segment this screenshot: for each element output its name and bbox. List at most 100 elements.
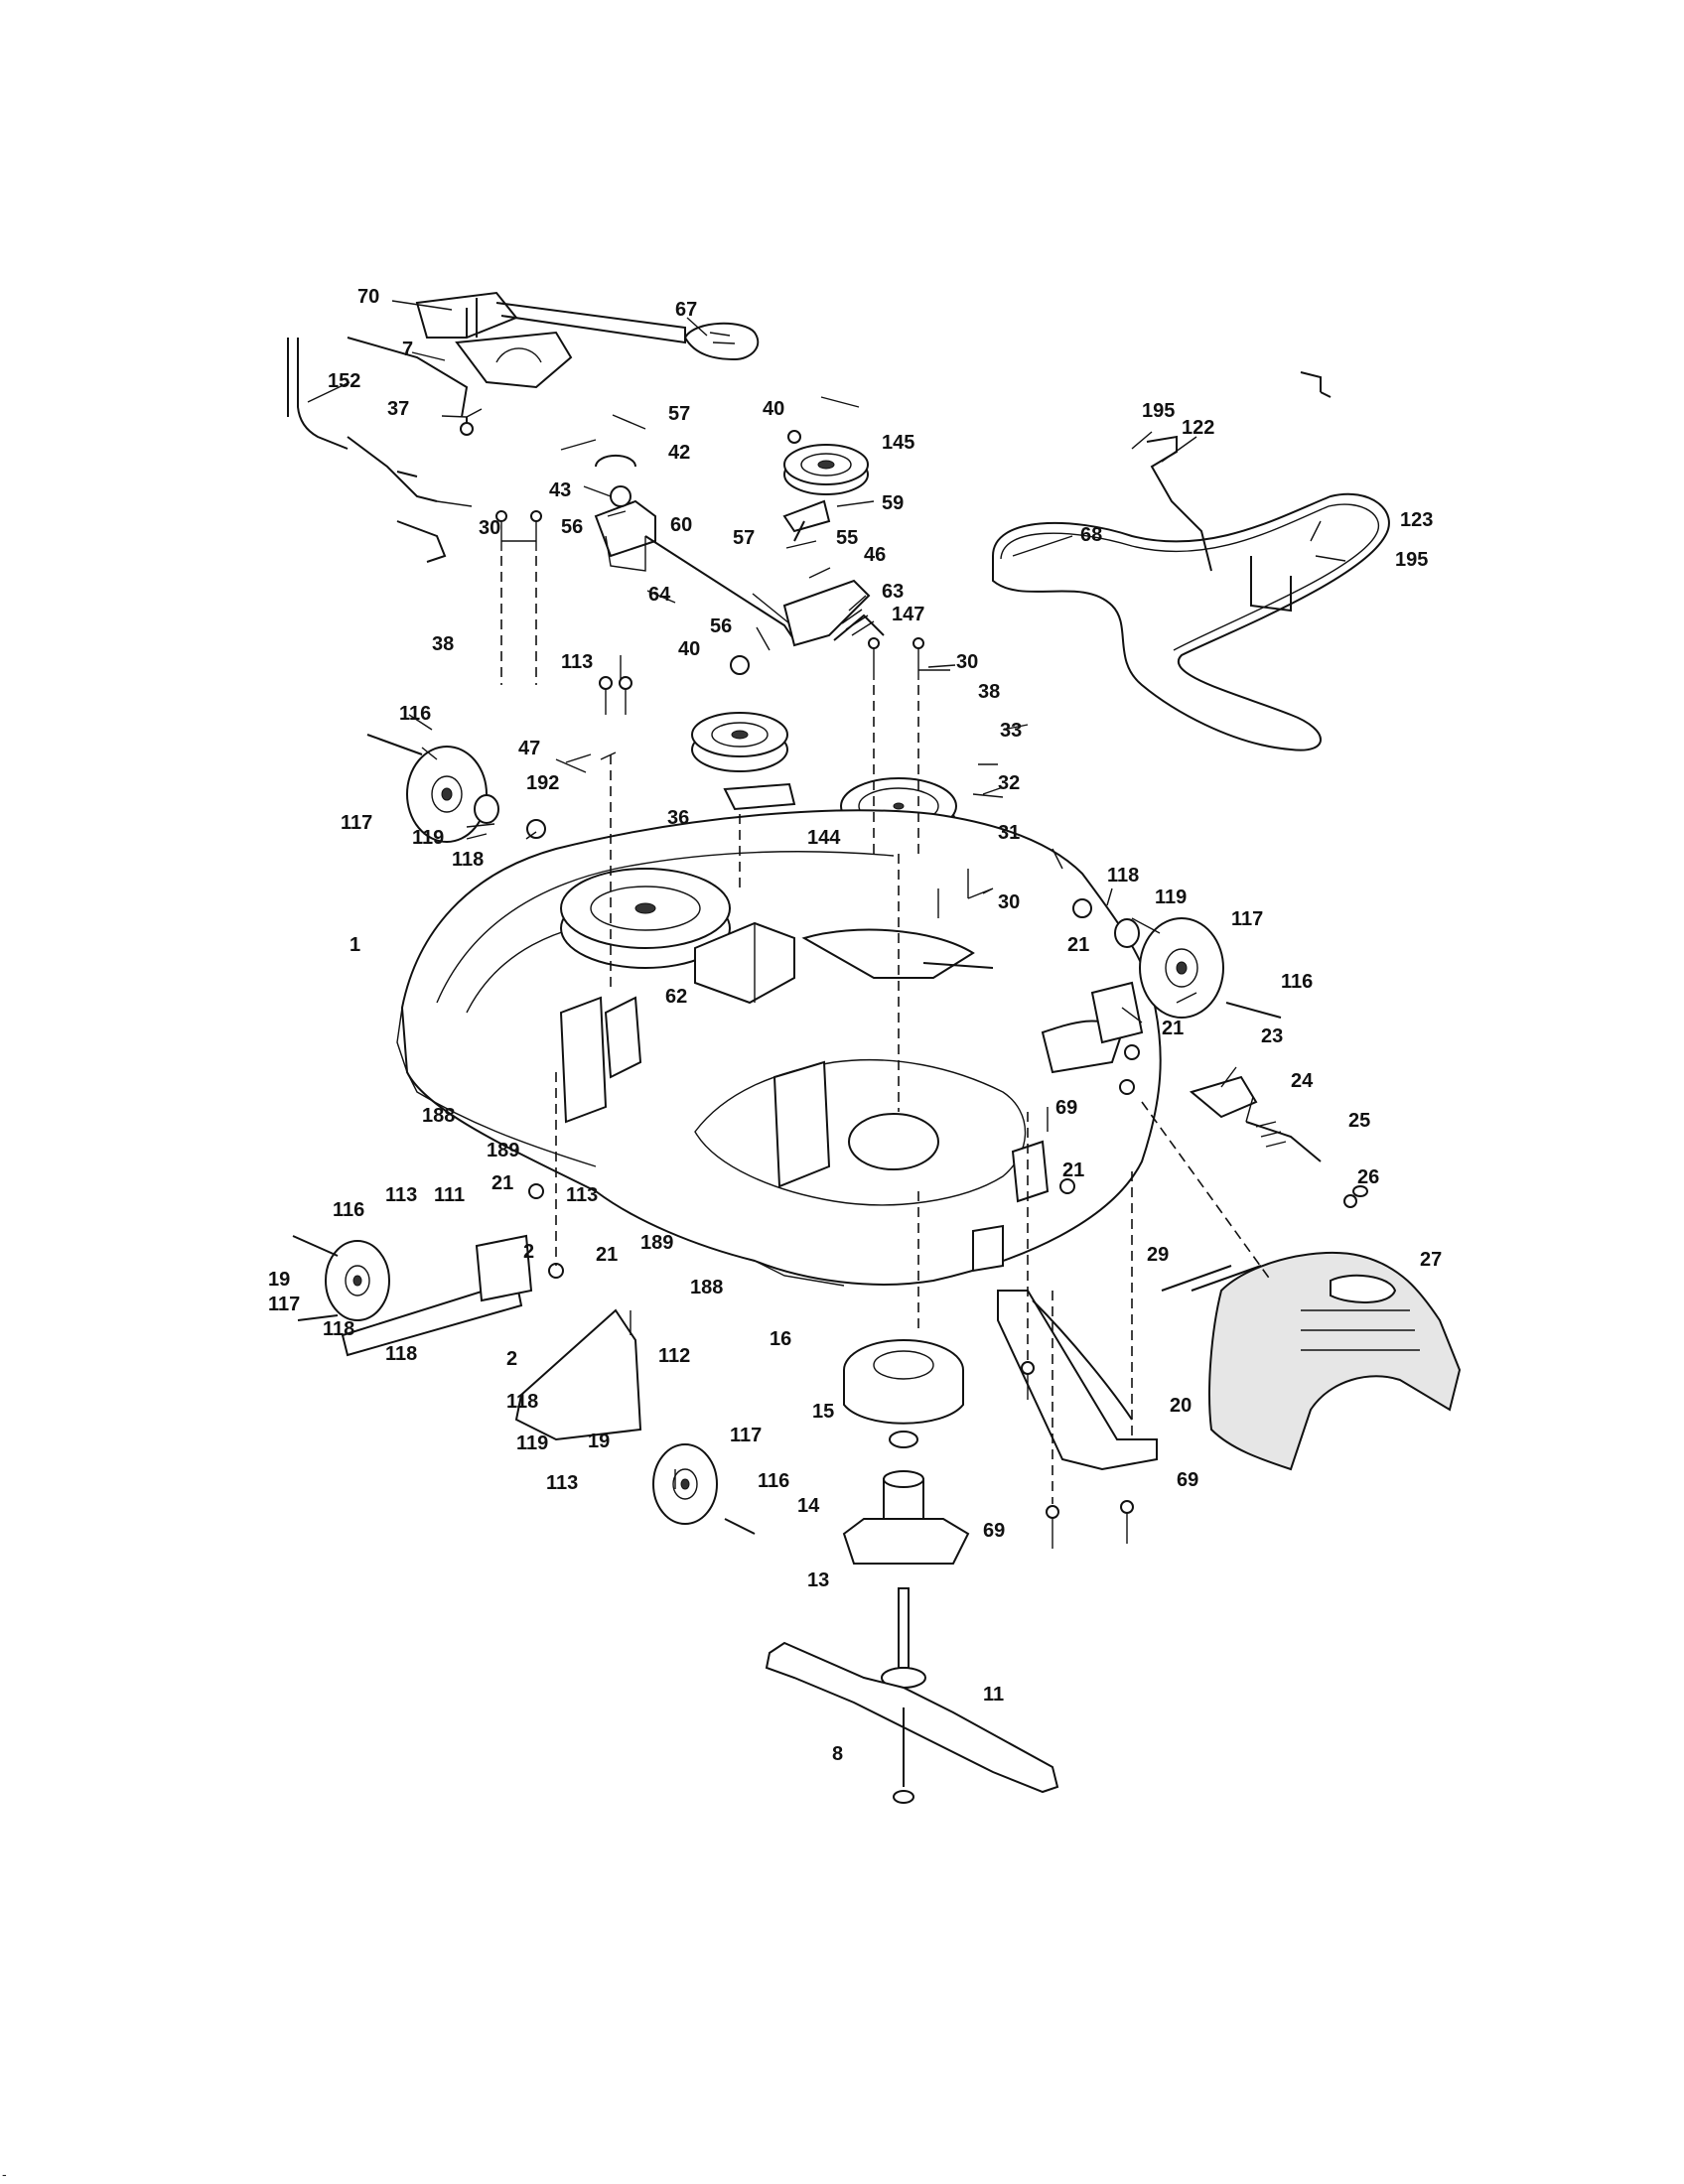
part-labels: 70 67 7 152 37 57 42 40 145 195 122 43 5… [268, 286, 1442, 1765]
part-label: 69 [1055, 1097, 1077, 1119]
part-label: 23 [1261, 1025, 1283, 1047]
part-label: 188 [690, 1277, 723, 1298]
part-label: 36 [667, 807, 689, 829]
part-label: 7 [402, 339, 413, 360]
discharge-chute [1191, 1251, 1462, 1471]
part-label: 67 [675, 299, 697, 321]
part-label: 43 [549, 479, 571, 501]
part-label: 26 [1357, 1166, 1379, 1188]
part-label: 119 [516, 1433, 548, 1454]
drive-belt [992, 492, 1390, 751]
part-label: 122 [1182, 417, 1214, 439]
part-label: 47 [518, 738, 540, 759]
part-label: 24 [1291, 1070, 1314, 1092]
part-label: 69 [1177, 1469, 1198, 1491]
part-label: 21 [596, 1244, 618, 1266]
part-label: 117 [341, 812, 372, 834]
part-label: 145 [882, 432, 914, 454]
part-label: 57 [668, 403, 690, 425]
part-label: 68 [1080, 524, 1102, 546]
part-label: 21 [1162, 1018, 1184, 1039]
blade [765, 1641, 1059, 1804]
part-label: 29 [1147, 1244, 1169, 1266]
spindle-assembly [842, 1339, 970, 1689]
part-label: 189 [487, 1140, 519, 1161]
mandrel-pulley-left [691, 712, 796, 811]
part-label: 19 [588, 1431, 610, 1452]
part-label: 21 [1067, 934, 1089, 956]
part-label: 152 [328, 370, 360, 392]
part-label: 118 [385, 1343, 417, 1365]
part-label: 40 [763, 398, 784, 420]
lift-lever-assembly [287, 291, 686, 563]
part-label: 116 [1281, 971, 1313, 993]
part-label: 144 [807, 827, 841, 849]
part-label: 27 [1420, 1249, 1442, 1271]
part-label: 118 [506, 1391, 538, 1413]
part-label: 55 [836, 527, 858, 549]
part-label: 21 [1062, 1160, 1084, 1181]
part-label: 117 [730, 1425, 762, 1446]
part-label: 30 [479, 517, 500, 539]
part-label: 113 [385, 1184, 417, 1206]
part-label: 33 [1000, 720, 1022, 742]
part-label: 195 [1142, 400, 1175, 422]
part-label: 123 [1400, 509, 1433, 531]
mower-deck [396, 809, 1162, 1287]
gauge-wheel-right-lower [514, 1308, 756, 1535]
gauge-wheel-left-lower [292, 1234, 533, 1357]
deck-support-bracket [997, 1290, 1158, 1471]
part-label: 60 [670, 514, 692, 536]
part-label: 113 [561, 651, 593, 673]
part-label: 192 [526, 772, 559, 794]
part-label: 64 [648, 584, 671, 606]
part-label: 15 [812, 1401, 834, 1423]
belt-guide-rod [1146, 371, 1332, 613]
part-label: 119 [1155, 887, 1187, 908]
part-label: 30 [998, 891, 1020, 913]
part-label: 1 [350, 934, 360, 956]
part-label: 116 [758, 1470, 789, 1492]
part-label: 37 [387, 398, 409, 420]
idler-pulley-upper [782, 444, 869, 542]
part-label: 69 [983, 1520, 1005, 1542]
part-label: 2 [523, 1241, 534, 1263]
part-label: 14 [797, 1495, 820, 1517]
gauge-wheel-right-upper [1072, 898, 1282, 1019]
part-label: 111 [434, 1184, 465, 1206]
part-label: 63 [882, 581, 904, 603]
part-label: 11 [983, 1684, 1004, 1706]
part-label: 147 [892, 604, 924, 625]
part-label: 38 [432, 633, 454, 655]
part-label: 112 [658, 1345, 690, 1367]
part-label: 59 [882, 492, 904, 514]
bolt-set [495, 430, 1357, 1549]
part-label: 38 [978, 681, 1000, 703]
part-label: 30 [956, 651, 978, 673]
part-label: 118 [323, 1318, 354, 1340]
part-label: 16 [770, 1328, 791, 1350]
part-label: 20 [1170, 1395, 1192, 1417]
part-label: 113 [546, 1472, 578, 1494]
part-label: 195 [1395, 549, 1428, 571]
dashed-alignment-lines [500, 556, 1272, 1504]
leader-lines [307, 300, 1346, 1123]
part-label: 62 [665, 986, 687, 1008]
part-label: 56 [710, 615, 732, 637]
part-label: 25 [1348, 1110, 1370, 1132]
part-label: 117 [268, 1294, 300, 1315]
part-label: 70 [357, 286, 379, 308]
part-label: 42 [668, 442, 690, 464]
part-label: 31 [998, 822, 1020, 844]
corner-mark: - [2, 2166, 7, 2182]
part-label: 32 [998, 772, 1020, 794]
part-label: 8 [832, 1743, 843, 1765]
part-label: 116 [333, 1199, 364, 1221]
part-label: 56 [561, 516, 583, 538]
part-label: 19 [268, 1269, 290, 1291]
part-label: 57 [733, 527, 755, 549]
part-label: 13 [807, 1570, 829, 1591]
gauge-wheel-left-upper [366, 734, 546, 843]
part-label: 21 [491, 1172, 513, 1194]
